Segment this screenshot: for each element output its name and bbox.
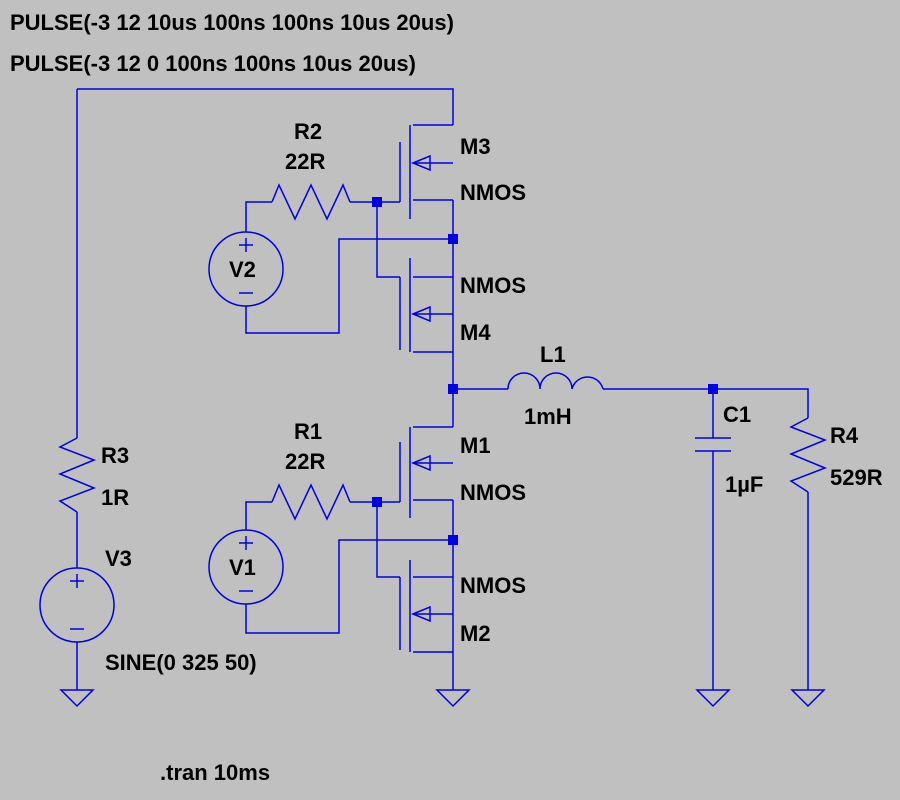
r4-value: 529R <box>830 465 883 490</box>
r4-name: R4 <box>830 423 859 448</box>
r1-value: 22R <box>285 449 325 474</box>
m4-name: M4 <box>460 320 491 345</box>
resistor-r1[interactable] <box>271 483 351 521</box>
inductor-l1[interactable] <box>507 372 604 390</box>
resistor-r4[interactable] <box>789 417 828 493</box>
ground-m2 <box>435 689 471 708</box>
v3-value: SINE(0 325 50) <box>105 650 257 675</box>
c1-name: C1 <box>723 402 751 427</box>
m2-model: NMOS <box>460 573 526 598</box>
m1-model: NMOS <box>460 480 526 505</box>
v1-name: V1 <box>229 555 256 580</box>
voltage-source-v3[interactable] <box>39 567 115 643</box>
pulse-directive-v1[interactable]: PULSE(-3 12 0 100ns 100ns 10us 20us) <box>10 51 416 76</box>
junctions <box>372 197 718 545</box>
l1-value: 1mH <box>524 404 572 429</box>
tran-directive[interactable]: .tran 10ms <box>160 760 270 785</box>
r3-name: R3 <box>101 443 129 468</box>
mosfet-m3[interactable] <box>399 124 453 219</box>
mosfet-m2[interactable] <box>399 560 453 653</box>
r2-name: R2 <box>294 119 322 144</box>
wires <box>76 88 809 690</box>
ground-r4 <box>790 689 826 708</box>
m3-model: NMOS <box>460 180 526 205</box>
m4-model: NMOS <box>460 273 526 298</box>
capacitor-c1[interactable] <box>695 437 731 452</box>
voltage-source-v1[interactable] <box>208 529 284 605</box>
mosfet-m4[interactable] <box>399 258 453 353</box>
r3-value: 1R <box>101 485 129 510</box>
voltage-source-v2[interactable] <box>208 231 284 307</box>
c1-value: 1µF <box>725 472 763 497</box>
r1-name: R1 <box>294 419 322 444</box>
ground-v3 <box>59 689 95 708</box>
v3-name: V3 <box>105 546 132 571</box>
l1-name: L1 <box>540 342 566 367</box>
ground-c1 <box>695 689 731 708</box>
m3-name: M3 <box>460 134 491 159</box>
m1-name: M1 <box>460 433 491 458</box>
r2-value: 22R <box>285 149 325 174</box>
mosfet-m1[interactable] <box>399 426 453 518</box>
m2-name: M2 <box>460 621 491 646</box>
v2-name: V2 <box>229 257 256 282</box>
resistor-r2[interactable] <box>271 183 351 221</box>
pulse-directive-v2[interactable]: PULSE(-3 12 10us 100ns 100ns 10us 20us) <box>10 10 454 35</box>
resistor-r3[interactable] <box>58 437 97 513</box>
